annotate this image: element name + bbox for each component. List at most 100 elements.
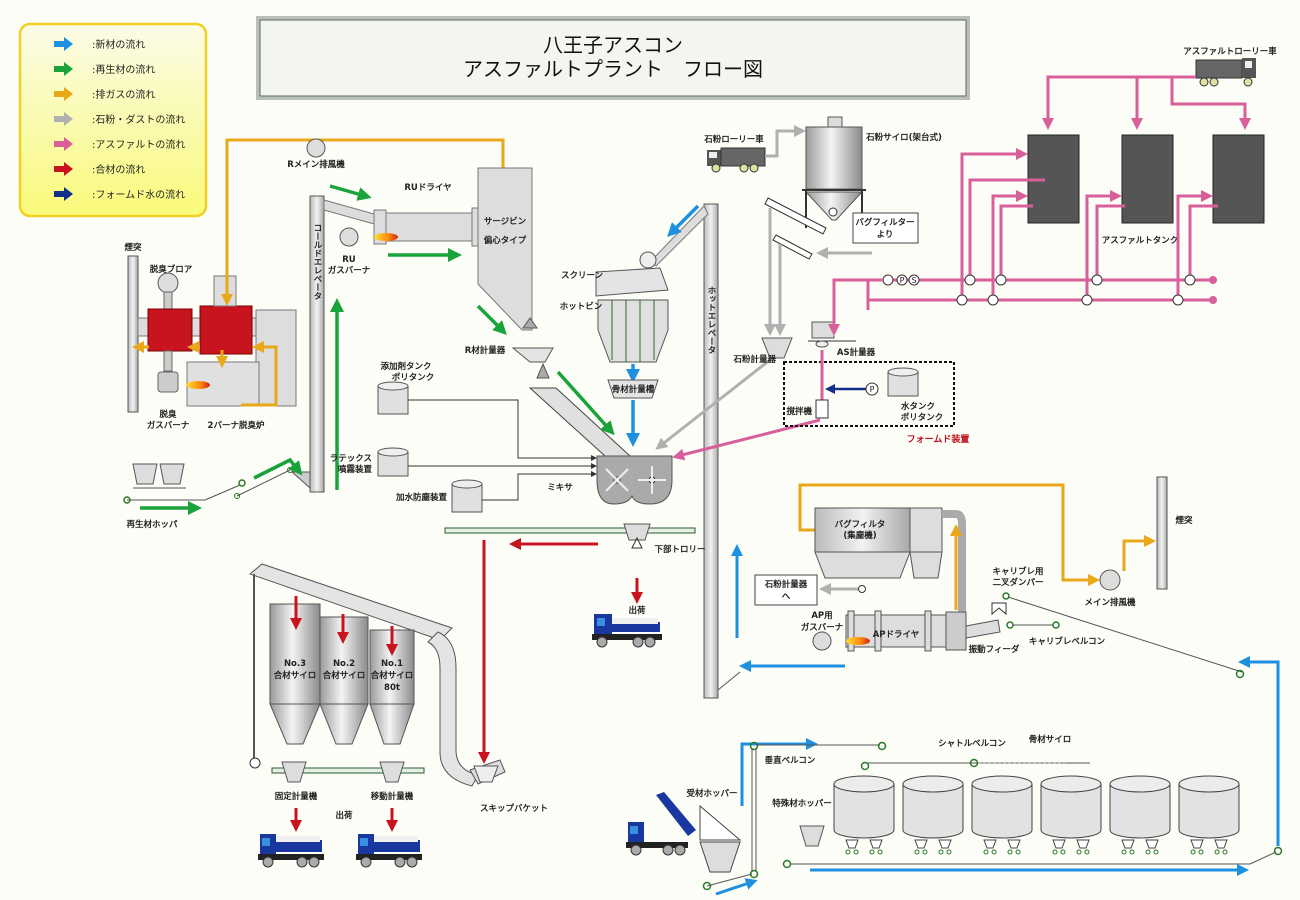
special-hopper	[799, 825, 825, 847]
flame-icon	[846, 637, 870, 645]
ru-dryer	[385, 212, 473, 242]
ru-burner-label-2: ガスバーナ	[328, 265, 371, 276]
water-dust-label: 加水防塵装置	[395, 492, 448, 503]
silo3-label-2: 合材サイロ	[273, 670, 317, 681]
recycled-hopper-label: 再生材ホッパ	[126, 519, 178, 530]
calib-damper	[991, 602, 1007, 616]
water-tank	[887, 367, 919, 397]
dump-truck-left-2	[356, 834, 422, 868]
mixer-label: ミキサ	[547, 483, 573, 493]
vib-feeder-label: 振動フィーダ	[969, 644, 1020, 655]
ap-gas-burner	[812, 631, 832, 651]
shipping-label-center: 出荷	[628, 605, 646, 616]
silo2-label-2: 合材サイロ	[322, 670, 366, 681]
ru-dryer-label: RUドライヤ	[404, 183, 452, 193]
trolley-rail	[444, 527, 696, 534]
calib-damper-label-2: 二叉ダンパー	[992, 577, 1043, 588]
additive-tank-label-2: ポリタンク	[392, 372, 435, 383]
aggregate-silo	[1040, 775, 1102, 855]
agitator	[815, 399, 829, 419]
r-scale-label: R材計量器	[465, 345, 506, 356]
asphalt-lorry-label: アスファルトローリー車	[1183, 46, 1277, 57]
exhaust-line-r	[221, 138, 505, 306]
aggregate-silo	[902, 775, 964, 855]
ap-burner-label-2: ガスバーナ	[801, 622, 844, 633]
aggregate-silo-label: 骨材サイロ	[1029, 734, 1072, 745]
filler-scale	[761, 337, 793, 359]
aggregate-silo	[971, 775, 1033, 855]
legend-label: :石粉・ダストの流れ	[92, 113, 185, 126]
legend-arrow-icon	[54, 37, 73, 51]
silo1-label-3: 80t	[384, 683, 400, 693]
chimney-right-label: 煙突	[1175, 515, 1193, 526]
surge-bin-label-2: 偏心タイプ	[484, 235, 527, 246]
chimney-right	[1156, 476, 1168, 590]
legend-arrow-icon	[54, 62, 73, 76]
foam-device-box	[783, 361, 955, 427]
legend-label: :フォームド水の流れ	[92, 188, 185, 201]
agitator-label: 撹拌機	[786, 406, 812, 417]
shipping-label-left: 出荷	[335, 810, 353, 821]
legend: :新材の流れ:再生材の流れ:排ガスの流れ:石粉・ダストの流れ:アスファルトの流れ…	[18, 22, 208, 218]
skip-bucket	[473, 765, 499, 783]
calib-damper-label-1: キャリブレ用	[992, 566, 1043, 577]
additive-tank	[377, 381, 409, 415]
legend-label: :新材の流れ	[92, 38, 145, 51]
shuttle-belt-label: シャトルベルコン	[938, 739, 1006, 749]
deodor-blower	[157, 272, 179, 294]
legend-label: :アスファルトの流れ	[92, 138, 185, 151]
hot-elevator-label: ホットエレベータ	[706, 286, 716, 354]
cold-elevator	[309, 195, 325, 493]
ap-dryer-label: APドライヤ	[873, 630, 920, 640]
pump-p-label: P	[900, 276, 905, 285]
chimney-left-label: 煙突	[124, 242, 142, 253]
as-scale	[811, 321, 835, 339]
additive-tank-label-1: 添加剤タンク	[380, 361, 431, 372]
filler-lorry-label: 石粉ローリー車	[703, 134, 764, 145]
aggregate-scale	[607, 379, 659, 399]
aggregate-scale-label: 骨材計量槽	[612, 384, 655, 395]
to-filler-scale-label-1: 石粉計量器	[764, 579, 808, 590]
legend-arrow-icon	[54, 162, 73, 176]
ru-gas-burner	[339, 227, 359, 247]
deodor-burner-label-1: 脱臭	[159, 409, 177, 420]
mixer	[596, 455, 673, 505]
fixed-scale-label: 固定計量機	[275, 791, 318, 802]
latex-sprayer	[377, 447, 409, 477]
chimney-left	[127, 255, 139, 413]
water-dust-device	[451, 479, 483, 513]
bag-filter-label-1: バグフィルタ	[835, 519, 886, 530]
deodor-chamber-2	[199, 305, 253, 355]
pump-s-label: S	[911, 276, 916, 285]
asphalt-tank-2	[1121, 134, 1174, 224]
filler-scale-label: 石粉計量器	[732, 354, 776, 365]
water-tank-label-2: ポリタンク	[901, 412, 944, 423]
bag-filter-label-2: (集塵機)	[843, 530, 876, 541]
hot-bin	[597, 299, 669, 363]
r-main-fan	[306, 138, 326, 158]
furnace-label: 2バーナ脱臭炉	[208, 420, 265, 431]
screen	[595, 267, 669, 297]
legend-label: :排ガスの流れ	[92, 88, 155, 101]
foam-device-label: フォームド装置	[907, 433, 970, 445]
receiving-hopper	[699, 804, 742, 841]
from-bagfilter-label-2: より	[877, 230, 894, 240]
dump-truck-center	[592, 614, 662, 648]
filler-lorry	[707, 147, 766, 173]
water-tank-label-1: 水タンク	[900, 401, 935, 412]
hot-bin-label: ホットビン	[560, 301, 603, 312]
aggregate-silo	[1178, 775, 1240, 855]
silo2-label-1: No.2	[333, 659, 355, 669]
as-scale-label: AS計量器	[837, 347, 876, 358]
ru-burner-label-1: RU	[342, 255, 356, 265]
legend-arrow-icon	[54, 87, 73, 101]
r-main-fan-label: Rメイン排風機	[287, 159, 345, 170]
dump-truck-receiving	[626, 792, 696, 856]
to-filler-scale-box	[754, 574, 818, 606]
asphalt-tank-3	[1212, 134, 1265, 224]
calib-belt-label: キャリブレベルコン	[1029, 636, 1106, 647]
receiving-hopper-label: 受材ホッパー	[686, 788, 737, 799]
deodor-gas-burner	[157, 371, 179, 393]
surge-bin	[477, 167, 533, 331]
